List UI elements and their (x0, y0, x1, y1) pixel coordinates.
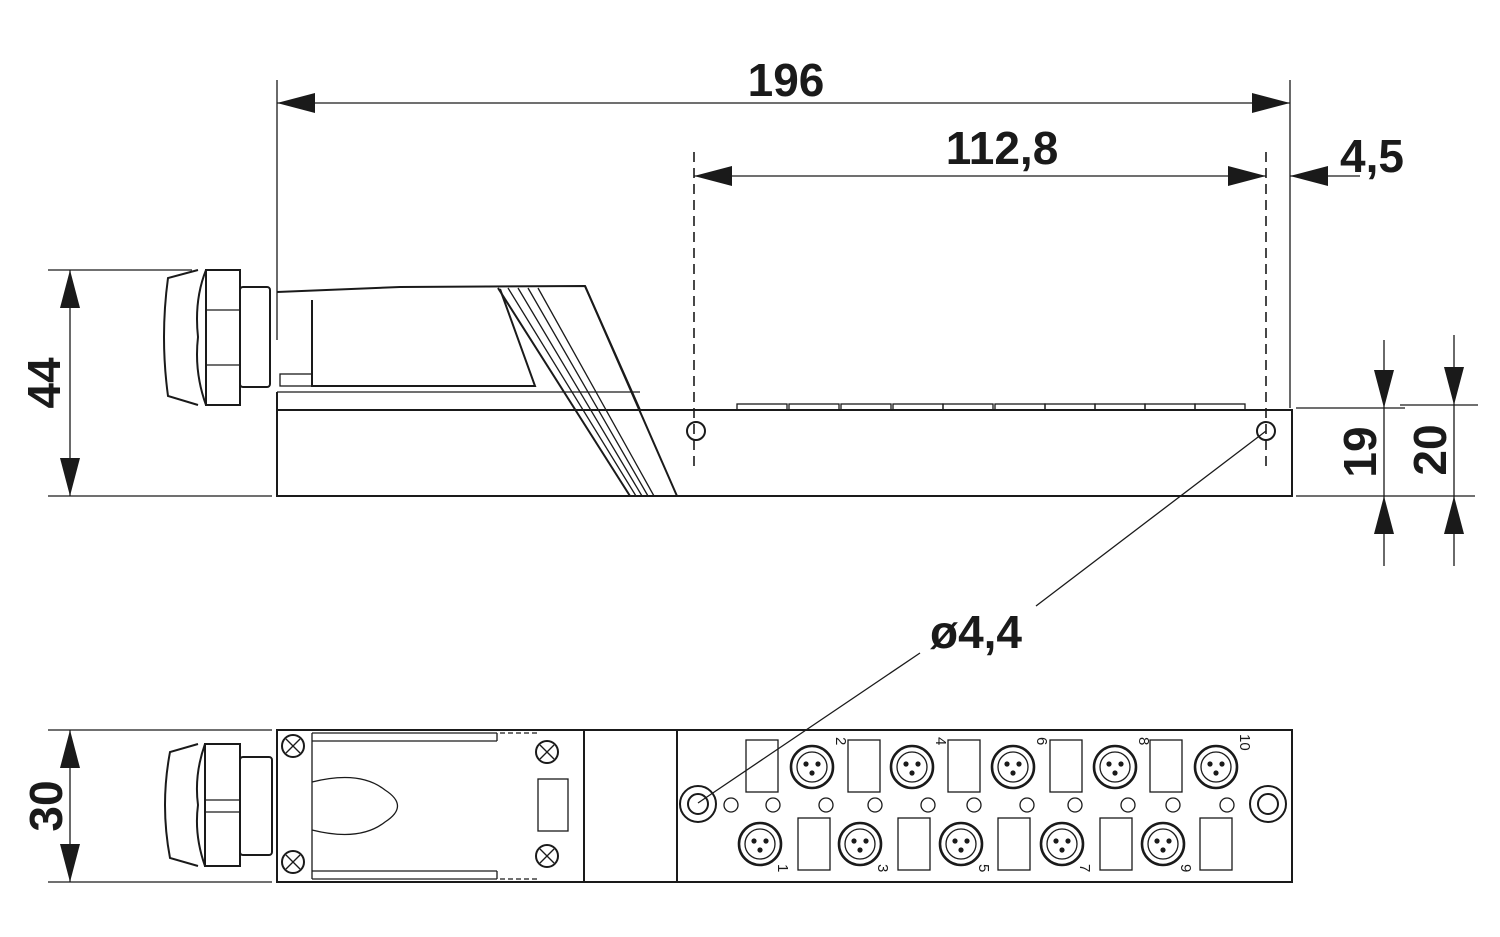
dim-20-label: 20 (1404, 424, 1456, 475)
port-number: 9 (1177, 864, 1194, 872)
led-indicators (723, 797, 1235, 813)
dim-30-label: 30 (20, 780, 72, 831)
dimension-112-8: 112,8 (693, 122, 1267, 468)
top-body-outline (276, 729, 1293, 883)
port-2: 2 (789, 737, 849, 790)
hood-module-top (311, 732, 569, 880)
port-7: 7 (1039, 821, 1093, 872)
top-view: 2 4 6 8 (164, 729, 1293, 883)
label-fields (745, 739, 1233, 871)
port-4: 4 (889, 737, 949, 790)
cable-gland-side (163, 269, 271, 406)
port-number: 1 (774, 864, 791, 872)
port-number: 10 (1236, 734, 1253, 751)
dim-112-8-label: 112,8 (946, 122, 1059, 174)
cable-gland-top (164, 743, 273, 867)
side-base-body (276, 409, 1293, 497)
mounting-hole-top-right (1249, 785, 1287, 823)
mounting-hole-top-left (679, 785, 717, 823)
dimension-19: 19 (1296, 340, 1475, 566)
dim-19-label: 19 (1334, 426, 1386, 477)
dimension-4-5: 4,5 (1290, 130, 1404, 186)
port-3: 3 (837, 821, 891, 872)
port-9: 9 (1140, 821, 1194, 872)
screw-icon (281, 850, 305, 874)
side-view (163, 269, 1293, 497)
port-number: 5 (975, 864, 992, 872)
port-8: 8 (1092, 737, 1152, 790)
port-5: 5 (938, 821, 992, 872)
dim-196-label: 196 (748, 54, 825, 106)
screw-icon (535, 844, 559, 868)
screw-icon (535, 740, 559, 764)
dimension-hole-diameter: ø4,4 (697, 430, 1267, 804)
dim-44-label: 44 (18, 357, 70, 409)
port-number: 8 (1135, 737, 1152, 745)
dimension-20: 20 (1400, 335, 1478, 566)
dimension-196: 196 (276, 54, 1291, 408)
port-number: 4 (932, 737, 949, 745)
dim-4-5-label: 4,5 (1340, 130, 1404, 182)
port-number: 3 (874, 864, 891, 872)
port-number: 6 (1033, 737, 1050, 745)
port-number: 2 (832, 737, 849, 745)
dim-hole-diameter-label: ø4,4 (930, 606, 1022, 658)
port-10: 10 (1193, 734, 1253, 790)
screw-icon (281, 734, 305, 758)
port-number: 7 (1076, 864, 1093, 872)
dimension-44: 44 (18, 269, 272, 497)
cable-hood (276, 284, 678, 497)
port-1: 1 (737, 821, 791, 872)
connector-strip (736, 403, 1246, 411)
mounting-hole-left (686, 421, 706, 441)
dimension-30: 30 (20, 729, 272, 883)
port-6: 6 (990, 737, 1050, 790)
